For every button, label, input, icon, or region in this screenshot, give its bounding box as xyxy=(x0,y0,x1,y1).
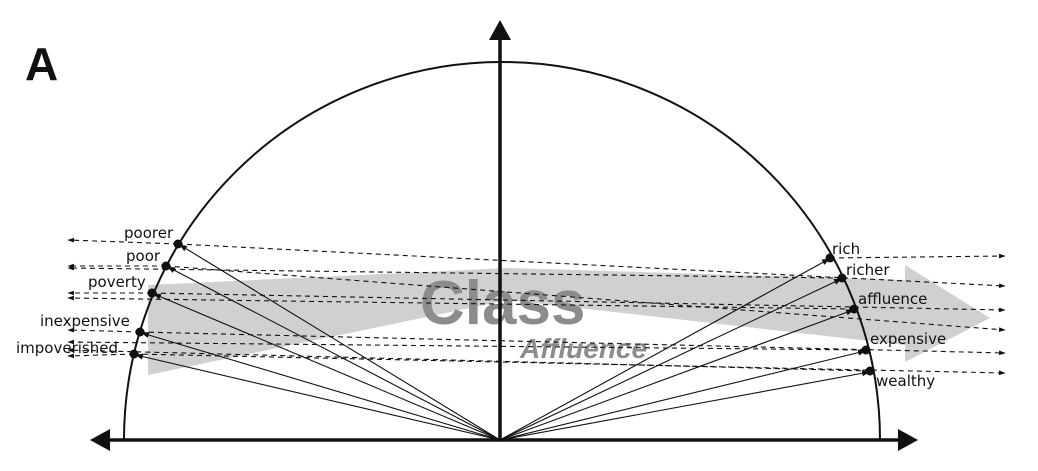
word-label-inexpensive: inexpensive xyxy=(40,312,130,330)
dashed-line-richer xyxy=(67,265,843,279)
dashed-line-expensive xyxy=(67,339,867,351)
point-impoverished xyxy=(129,349,139,359)
arrow-left-icon xyxy=(90,429,110,451)
point-expensive xyxy=(861,345,871,355)
point-poverty xyxy=(147,288,157,298)
semicircle-arc xyxy=(123,61,881,441)
projection-band-arrow xyxy=(148,265,990,375)
point-rich xyxy=(825,253,835,263)
arrow-right-icon xyxy=(898,429,918,451)
dashed-line-impoverished-left xyxy=(67,353,135,359)
dashed-line-poverty-right xyxy=(151,292,1006,313)
word-label-affluence: affluence xyxy=(858,290,927,308)
point-poorer xyxy=(173,239,183,249)
vector-wealthy xyxy=(499,370,870,441)
point-wealthy xyxy=(865,366,875,376)
word-label-wealthy: wealthy xyxy=(876,372,935,390)
vector-expensive xyxy=(499,349,866,441)
vector-affluence xyxy=(499,309,854,441)
vector-rich xyxy=(499,258,830,441)
vector-poor xyxy=(167,266,501,441)
word-points xyxy=(129,239,875,376)
dashed-line-rich xyxy=(829,253,1006,259)
point-affluence xyxy=(849,304,859,314)
vector-poverty xyxy=(153,293,501,441)
word-label-richer: richer xyxy=(846,261,890,279)
vector-impoverished xyxy=(135,353,501,441)
dashed-projection-lines xyxy=(67,237,1006,376)
axis-title-affluence: Affluence xyxy=(519,333,647,364)
vector-richer xyxy=(499,278,842,441)
point-inexpensive xyxy=(135,327,145,337)
word-label-impoverished: impoverished xyxy=(16,339,118,357)
vector-poorer xyxy=(179,244,501,441)
vector-inexpensive xyxy=(141,332,501,441)
point-poor xyxy=(161,261,171,271)
word-vectors xyxy=(135,244,870,441)
word-label-poorer: poorer xyxy=(124,224,174,242)
dashed-line-poorer-right xyxy=(177,243,1006,289)
dashed-line-poorer-left xyxy=(67,237,179,245)
arrow-up-icon xyxy=(489,20,511,40)
word-label-rich: rich xyxy=(832,240,860,258)
dashed-line-inexpensive-right xyxy=(139,331,1006,356)
dashed-line-inexpensive-left xyxy=(67,327,141,333)
point-richer xyxy=(837,273,847,283)
panel-label: A xyxy=(25,38,58,90)
word-label-expensive: expensive xyxy=(870,330,946,348)
word-label-poverty: poverty xyxy=(88,273,146,291)
projection-band-right xyxy=(508,265,990,362)
dashed-line-wealthy xyxy=(67,347,871,372)
projection-band-left xyxy=(148,268,508,375)
word-label-poor: poor xyxy=(126,247,161,265)
